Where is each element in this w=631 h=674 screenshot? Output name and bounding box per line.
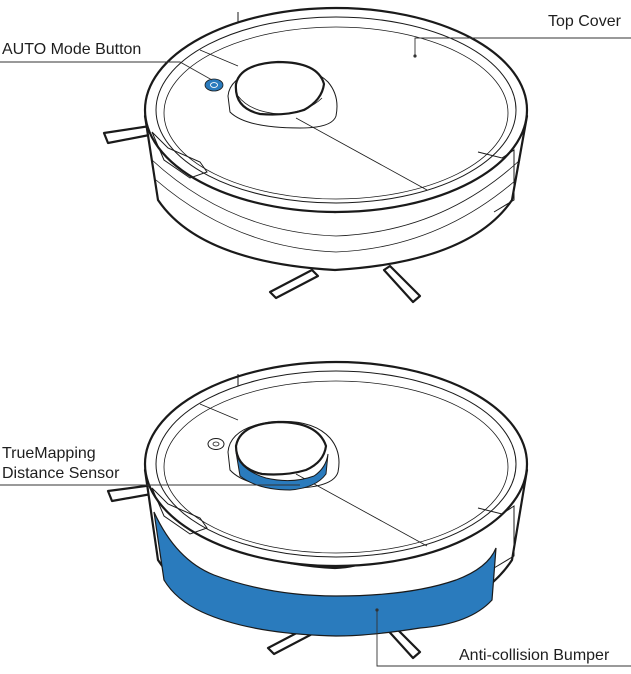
leader-dot-top-cover [413,54,417,58]
callout-anti-collision-bumper: Anti-collision Bumper [375,608,631,667]
callout-auto-button: AUTO Mode Button [0,41,213,81]
label-anti-collision-bumper: Anti-collision Bumper [459,647,610,664]
side-brush-bottom-left [268,268,320,300]
auto-mode-button-ring [210,82,218,88]
robot-top-view [102,6,529,304]
callout-top-cover: Top Cover [413,13,631,58]
lds-cover-edge [237,95,323,115]
top-cover-inner-rim-2 [163,26,509,200]
side-panel-right [477,149,515,213]
label-truemapping-line2: Distance Sensor [2,465,120,482]
callout-truemapping-sensor: TrueMapping Distance Sensor [0,445,300,486]
robot-bottom-view [106,360,529,660]
anti-collision-bumper [153,511,497,637]
top-seam [295,117,428,191]
leader-top-cover [414,37,631,55]
top-seam-2 [199,49,239,67]
auto-mode-button-2 [207,438,225,450]
body-band-line [151,159,521,237]
auto-mode-button-ring-2 [212,441,220,447]
top-cover-inner-rim [155,16,517,204]
top-cover-inner-rim-4 [163,380,509,554]
label-top-cover: Top Cover [548,13,622,30]
auto-mode-button [204,78,224,92]
lds-cover [234,60,326,116]
top-cover-inner-rim-3 [155,370,517,558]
label-auto-mode-button: AUTO Mode Button [2,41,141,58]
lds-cover-2 [234,420,328,476]
side-panel-left-2 [151,487,208,535]
top-cover-disc-2 [143,360,529,568]
top-cover-disc [143,6,529,214]
leader-bumper [376,610,631,667]
body-band-line-2 [155,179,517,253]
top-seam-4 [199,403,239,421]
leader-auto-button [0,61,213,81]
side-brush-bottom-right [382,264,422,304]
label-truemapping-line1: TrueMapping [2,445,96,462]
side-panel-right-2 [477,505,515,569]
side-panel-left [151,131,208,179]
truemapping-distance-sensor [235,451,329,491]
